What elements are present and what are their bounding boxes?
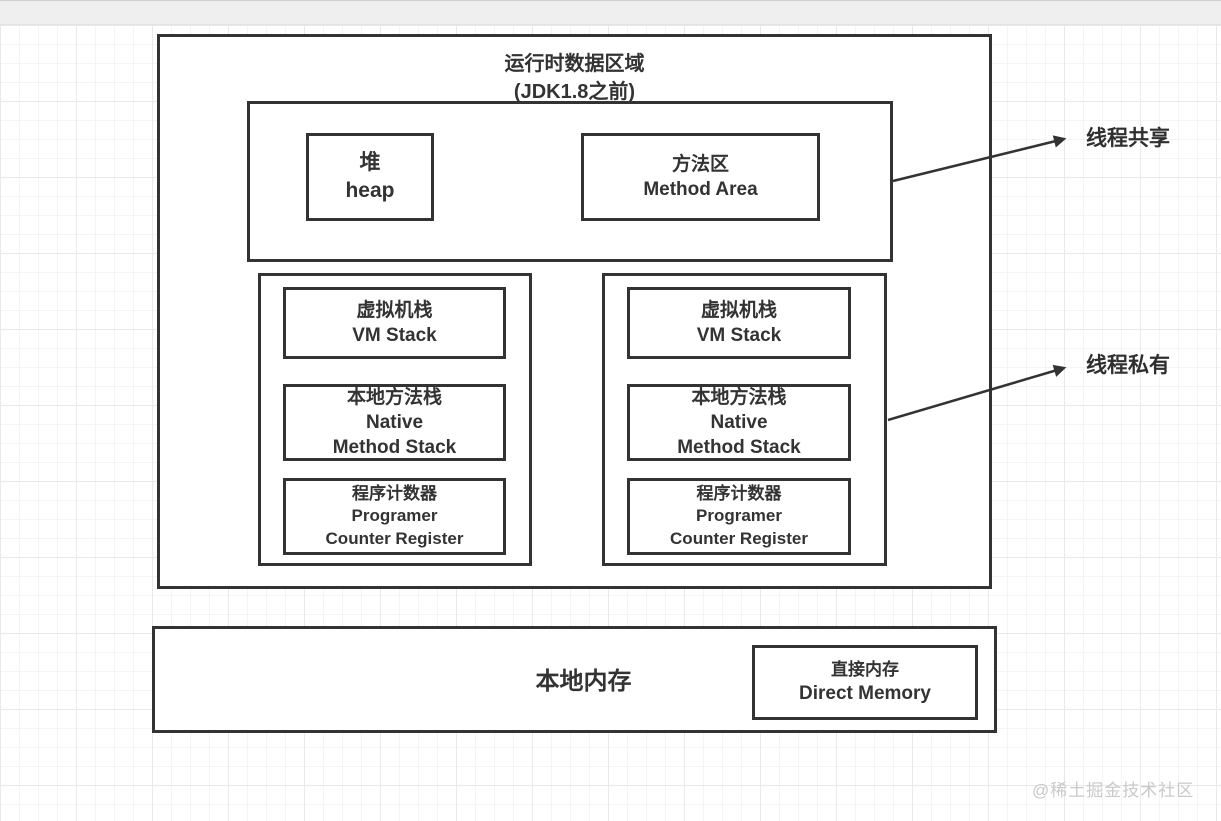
vm-stack-label-en: VM Stack — [696, 325, 782, 346]
method-area-label-cn: 方法区 — [671, 153, 729, 175]
native-method-stack-box-2: 本地方法栈 Native Method Stack — [627, 384, 851, 461]
direct-memory-label-en: Direct Memory — [799, 683, 931, 705]
top-gray-strip — [0, 0, 1221, 25]
native-memory-box: 本地内存 直接内存 Direct Memory — [152, 626, 997, 733]
thread-private-label: 线程私有 — [1086, 354, 1170, 377]
pc-register-label-en: Programer Counter Register — [670, 506, 808, 548]
title-line-cn: 运行时数据区域 — [504, 53, 645, 75]
pc-register-label-cn: 程序计数器 — [352, 483, 437, 503]
thread-shared-label: 线程共享 — [1086, 127, 1170, 150]
native-method-stack-box-1: 本地方法栈 Native Method Stack — [283, 384, 506, 461]
vm-stack-box-1: 虚拟机栈 VM Stack — [283, 287, 506, 359]
vm-stack-label-cn: 虚拟机栈 — [700, 299, 777, 321]
native-stack-label-en: Native Method Stack — [677, 411, 801, 459]
vm-stack-label-cn: 虚拟机栈 — [356, 299, 433, 321]
pc-register-label-cn: 程序计数器 — [696, 483, 782, 503]
program-counter-box-2: 程序计数器 Programer Counter Register — [627, 478, 851, 555]
method-area-label-en: Method Area — [643, 179, 758, 200]
thread-shared-region-box: 堆 heap 方法区 Method Area — [247, 101, 893, 262]
vm-stack-box-2: 虚拟机栈 VM Stack — [627, 287, 851, 359]
direct-memory-label-cn: 直接内存 — [831, 659, 899, 679]
method-area-box: 方法区 Method Area — [581, 133, 820, 221]
direct-memory-box: 直接内存 Direct Memory — [752, 645, 978, 720]
native-memory-label: 本地内存 — [535, 667, 632, 695]
heap-label-en: heap — [345, 179, 395, 202]
heap-label-cn: 堆 — [359, 151, 381, 175]
native-stack-label-cn: 本地方法栈 — [691, 386, 787, 408]
native-stack-label-cn: 本地方法栈 — [346, 386, 442, 408]
heap-box: 堆 heap — [306, 133, 434, 221]
watermark: @稀土掘金技术社区 — [1032, 781, 1195, 800]
vm-stack-label-en: VM Stack — [352, 325, 437, 346]
thread-stack-column-1: 虚拟机栈 VM Stack 本地方法栈 Native Method Stack … — [258, 273, 532, 566]
diagram-title: 运行时数据区域 (JDK1.8之前) — [160, 50, 989, 106]
program-counter-box-1: 程序计数器 Programer Counter Register — [283, 478, 506, 555]
native-stack-label-en: Native Method Stack — [332, 411, 457, 459]
thread-stack-column-2: 虚拟机栈 VM Stack 本地方法栈 Native Method Stack … — [602, 273, 887, 566]
title-line-jdk: (JDK1.8之前) — [513, 81, 636, 103]
pc-register-label-en: Programer Counter Register — [325, 506, 464, 548]
